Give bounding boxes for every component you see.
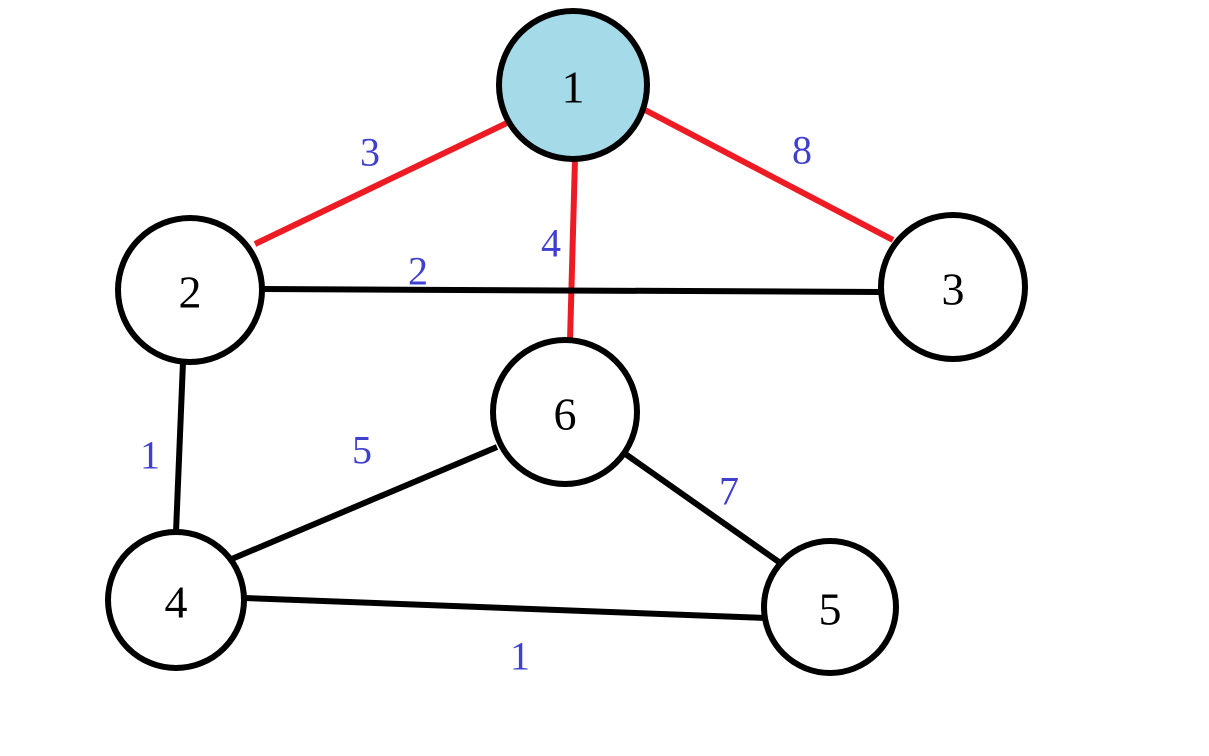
graph-node-4[interactable]: 4	[105, 529, 247, 671]
nodes-layer: 1 2 3 6 4 5	[105, 8, 1028, 676]
graph-edge-4-5	[243, 595, 766, 621]
edge-weight-1-3: 8	[792, 128, 812, 173]
node-label-2: 2	[179, 267, 202, 318]
node-circle-3[interactable]	[878, 212, 1028, 362]
graph-edge-2-3	[261, 286, 882, 295]
node-circle-4[interactable]	[105, 529, 247, 671]
edge-weight-1-2: 3	[360, 130, 380, 175]
node-label-3: 3	[942, 264, 965, 315]
node-circle-6[interactable]	[490, 337, 640, 487]
edge-weight-4-5: 1	[510, 634, 530, 679]
graph-edge-6-5	[622, 450, 788, 570]
node-label-4: 4	[165, 577, 188, 628]
graph-edge-4-6	[225, 444, 499, 564]
graph-node-5[interactable]: 5	[761, 538, 899, 676]
edge-weight-2-4: 1	[140, 433, 160, 478]
node-label-1: 1	[562, 62, 585, 113]
node-circle-2[interactable]	[115, 215, 265, 365]
graph-edge-1-2	[253, 119, 511, 247]
node-circle-5[interactable]	[761, 538, 899, 676]
node-circle-1[interactable]	[496, 8, 650, 162]
graph-node-6[interactable]: 6	[490, 337, 640, 487]
graph-edge-1-3	[643, 107, 895, 243]
edge-weight-4-6: 5	[352, 428, 372, 473]
edge-weights-layer: 3 8 4 2 1 5 7 1	[140, 128, 812, 679]
graph-node-3[interactable]: 3	[878, 212, 1028, 362]
graph-edge-1-6	[567, 158, 578, 342]
graph-node-1[interactable]: 1	[496, 8, 650, 162]
node-label-6: 6	[554, 389, 577, 440]
node-label-5: 5	[819, 584, 842, 635]
edge-weight-2-3: 2	[408, 249, 428, 294]
edge-weight-1-6: 4	[541, 221, 561, 266]
edge-weight-6-5: 7	[719, 469, 739, 514]
graph-edge-2-4	[173, 361, 186, 533]
edges-layer	[173, 107, 895, 621]
graph-node-2[interactable]: 2	[115, 215, 265, 365]
